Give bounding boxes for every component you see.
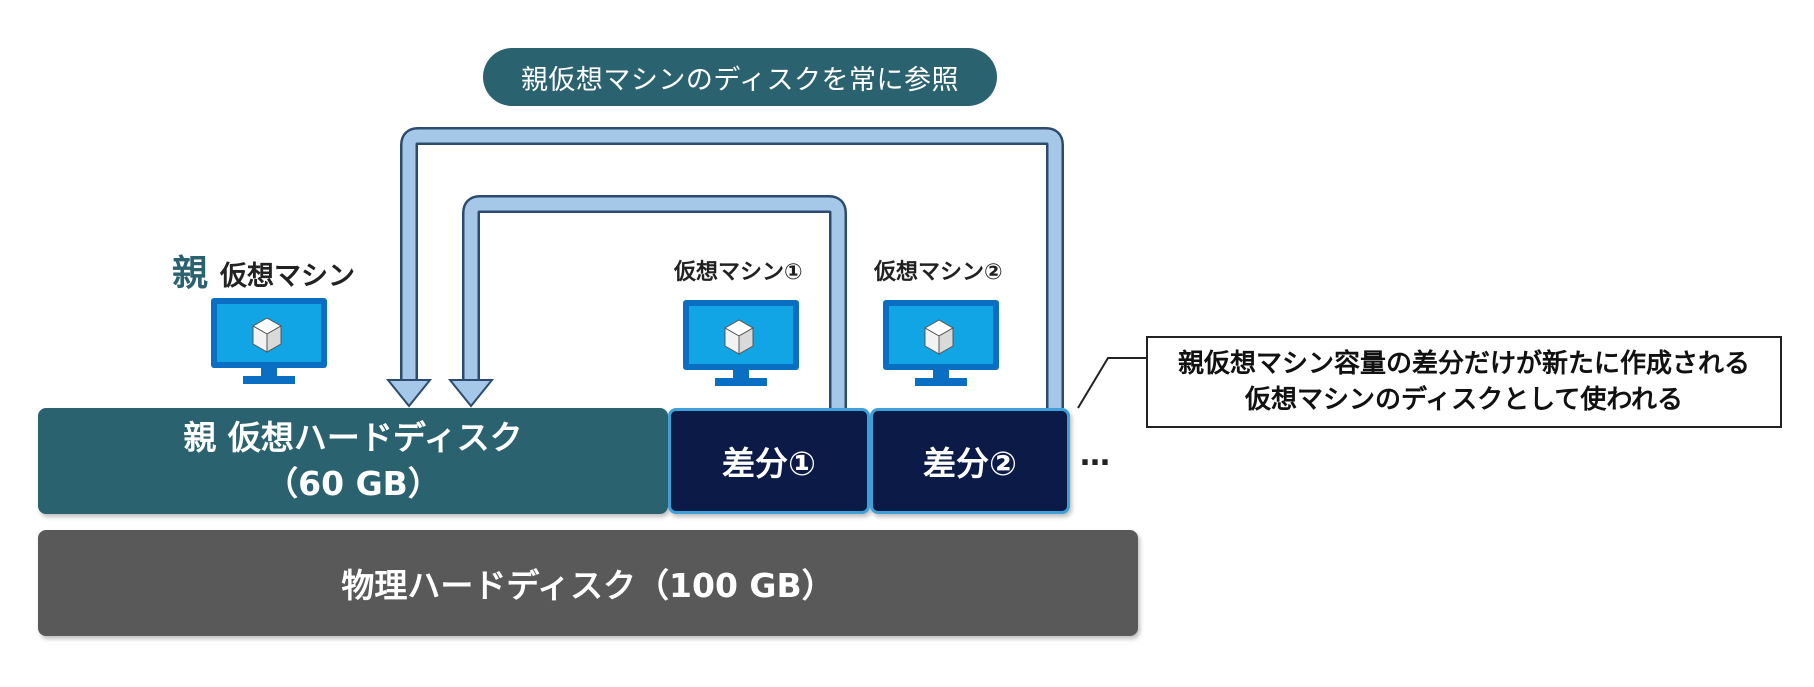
diff-disk-1: 差分① (668, 408, 870, 514)
parent-vm-text: 仮想マシン (220, 261, 356, 292)
vm2-label: 仮想マシン② (874, 260, 1003, 285)
note-callout: 親仮想マシン容量の差分だけが新たに作成される 仮想マシンのディスクとして使われる (1146, 336, 1782, 428)
vm1-label: 仮想マシン① (674, 260, 803, 285)
diff2-label: 差分② (923, 444, 1017, 483)
physical-disk: 物理ハードディスク（100 GB） (38, 530, 1138, 636)
vm1-monitor-icon (683, 300, 799, 386)
more-ellipsis: … (1080, 438, 1111, 473)
parent-virtual-disk: 親 仮想ハードディスク （60 GB） (38, 408, 668, 514)
parent-vm-prefix: 親 (172, 253, 209, 294)
callout-line (1077, 357, 1146, 409)
diff-disk-2: 差分② (870, 408, 1070, 514)
note-line-1: 親仮想マシン容量の差分だけが新たに作成される (1177, 349, 1750, 379)
vm2-monitor-icon (883, 300, 999, 386)
parent-disk-size: （60 GB） (265, 464, 441, 503)
physical-disk-label: 物理ハードディスク（100 GB） (341, 566, 835, 605)
parent-vm-monitor-icon (211, 298, 327, 384)
arrow-diff2-head (385, 379, 433, 408)
arrow-diff1-head (447, 379, 495, 408)
parent-disk-title: 親 仮想ハードディスク (183, 418, 523, 457)
parent-vm-label: 親 仮想マシン (172, 244, 355, 296)
reference-label: 親仮想マシンのディスクを常に参照 (483, 48, 997, 106)
diff1-label: 差分① (722, 444, 816, 483)
note-line-2: 仮想マシンのディスクとして使われる (1244, 385, 1684, 415)
